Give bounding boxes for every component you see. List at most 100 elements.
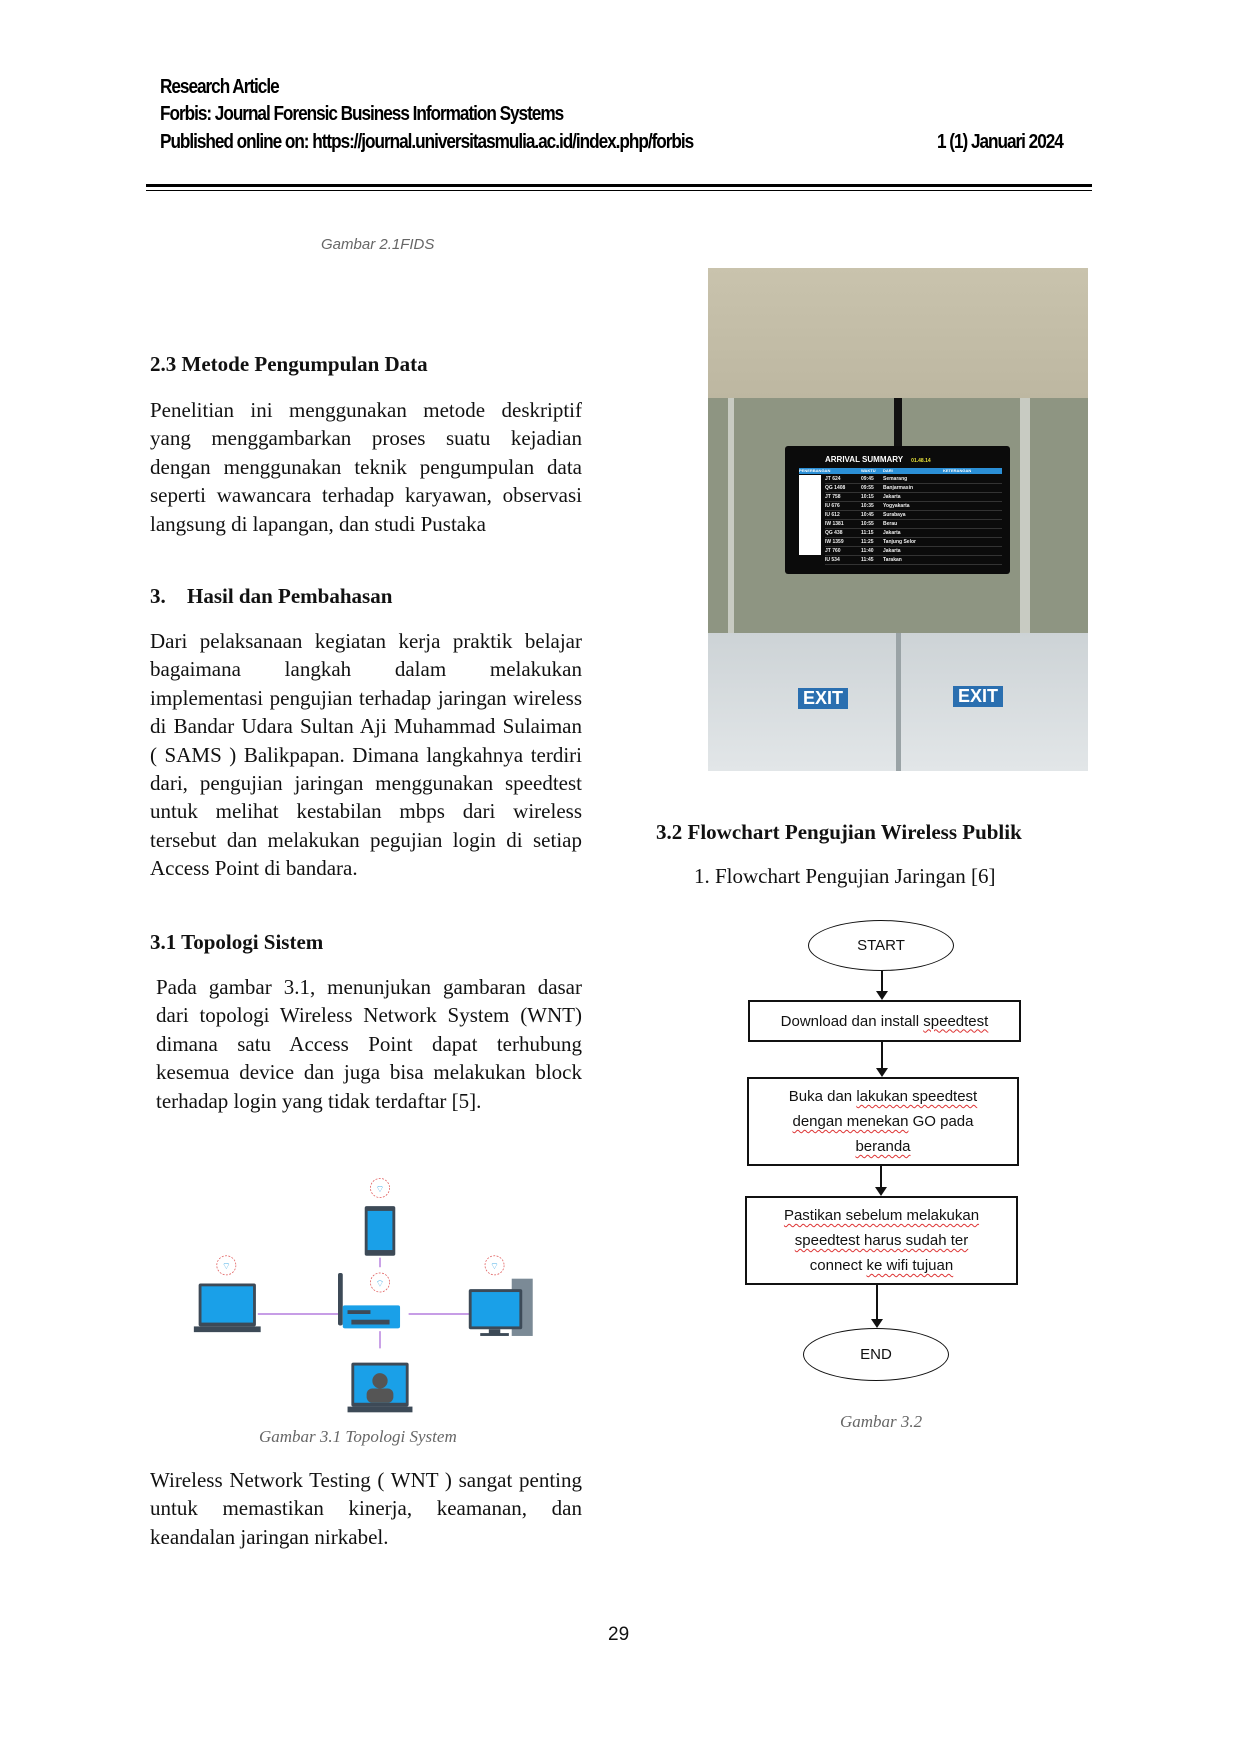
wifi-icon: ⌔ xyxy=(376,1184,385,1195)
flight-cell: 10:55 xyxy=(861,521,874,527)
topology-diagram: ⌔ ⌔ ⌔ ⌔ xyxy=(193,1178,533,1413)
flight-cell: 10:35 xyxy=(861,503,874,509)
col: DARI xyxy=(883,468,893,473)
flight-cell: Banjarmasin xyxy=(883,485,914,491)
figure-3-2-caption: Gambar 3.2 xyxy=(840,1412,923,1431)
flight-row: IW 1381 10:55 Berau xyxy=(825,520,1002,529)
flight-cell: QG 1408 xyxy=(825,485,846,491)
flight-cell: Jakarta xyxy=(883,494,901,500)
screen-body: JT 624 09:45 Semarang QG 1408 09:55 Banjarmas… xyxy=(799,475,1002,565)
col: WAKTU xyxy=(861,468,876,473)
flight-cell: Yogyakarta xyxy=(883,503,910,509)
exit-sign-right: EXIT xyxy=(953,686,1004,707)
attacker-laptop-icon xyxy=(347,1362,413,1413)
window-frame xyxy=(728,398,734,771)
flight-row: IU 676 10:35 Yogyakarta xyxy=(825,502,1002,511)
flight-cell: Tanjung Selor xyxy=(883,539,916,545)
section-2-3-paragraph: Penelitian ini menggunakan metode deskri… xyxy=(150,398,582,536)
mount-pole xyxy=(894,398,902,446)
flight-cell: 09:55 xyxy=(861,485,874,491)
flight-row: QG 1408 09:55 Banjarmasin xyxy=(825,484,1002,493)
section-3-1-heading: 3.1 Topologi Sistem xyxy=(150,930,324,954)
tablet-icon xyxy=(364,1206,396,1256)
laptop-icon xyxy=(193,1283,261,1333)
header-rule-thin xyxy=(146,190,1092,191)
flight-cell: Jakarta xyxy=(883,548,901,554)
header-issue: 1 (1) Januari 2024 xyxy=(937,131,1064,153)
section-3-2-heading: 3.2 Flowchart Pengujian Wireless Publik xyxy=(656,820,1022,844)
flight-cell: IU 534 xyxy=(825,557,840,563)
flight-cell: Tarakan xyxy=(883,557,902,563)
ceiling xyxy=(708,268,1088,398)
flight-cell: JT 624 xyxy=(825,476,841,482)
door-divider xyxy=(896,633,901,771)
flight-cell: Semarang xyxy=(883,476,908,482)
flowchart-end: END xyxy=(803,1328,949,1381)
flight-row: JT 758 10:15 Jakarta xyxy=(825,493,1002,502)
flight-row: JT 760 11:40 Jakarta xyxy=(825,547,1002,556)
section-3-heading: 3. Hasil dan Pembahasan xyxy=(150,584,392,609)
header-journal-name: Forbis: Journal Forensic Business Inform… xyxy=(160,103,564,125)
flowchart-subtitle: 1. Flowchart Pengujian Jaringan [6] xyxy=(694,864,996,888)
flight-cell: 10:45 xyxy=(861,512,874,518)
flight-cell: Surabaya xyxy=(883,512,906,518)
section-3-1-closing-paragraph: Wireless Network Testing ( WNT ) sangat … xyxy=(150,1468,582,1549)
flight-cell: IW 1381 xyxy=(825,521,844,527)
desktop-icon xyxy=(468,1278,533,1336)
fids-screen: ARRIVAL SUMMARY 01.48.14 PENERBANGAN WAK… xyxy=(785,446,1010,574)
section-2-3-heading: 2.3 Metode Pengumpulan Data xyxy=(150,352,428,376)
flight-cell: JT 758 xyxy=(825,494,841,500)
section-3-paragraph: Dari pelaksanaan kegiatan kerja praktik … xyxy=(150,629,582,881)
flight-cell: 11:25 xyxy=(861,539,874,545)
flight-cell: QG 438 xyxy=(825,530,843,536)
flight-rows: JT 624 09:45 Semarang QG 1408 09:55 Banjarmas… xyxy=(821,475,1002,565)
header-rule xyxy=(146,184,1092,187)
flight-cell: IU 612 xyxy=(825,512,840,518)
flight-row: IU 534 11:45 Tarakan xyxy=(825,556,1002,565)
col: KETERANGAN xyxy=(943,468,972,473)
flowchart-arrow xyxy=(875,1166,887,1196)
flight-cell: IW 1359 xyxy=(825,539,844,545)
flowchart-start: START xyxy=(808,920,954,971)
wifi-badge xyxy=(216,1178,505,1293)
router-icon xyxy=(338,1272,401,1329)
header-article-type: Research Article xyxy=(160,76,280,98)
page-number: 29 xyxy=(608,1624,630,1645)
flowchart-arrow xyxy=(871,1285,883,1328)
fids-photo: EXIT EXIT ARRIVAL SUMMARY 01.48.14 PENER… xyxy=(708,268,1088,771)
wifi-icon: ⌔ xyxy=(376,1278,385,1289)
window-frame xyxy=(1020,398,1030,771)
col: PENERBANGAN xyxy=(799,468,831,473)
screen-header: ARRIVAL SUMMARY 01.48.14 xyxy=(785,446,1010,464)
wifi-icon: ⌔ xyxy=(490,1261,499,1272)
flight-cell: 10:15 xyxy=(861,494,874,500)
flight-row: JT 624 09:45 Semarang xyxy=(825,475,1002,484)
section-3-number: 3. xyxy=(150,584,166,608)
flight-cell: Jakarta xyxy=(883,530,901,536)
flight-cell: JT 760 xyxy=(825,548,841,554)
flight-cell: 09:45 xyxy=(861,476,874,482)
figure-2-1-caption: Gambar 2.1FIDS xyxy=(321,236,435,253)
screen-title: ARRIVAL SUMMARY xyxy=(825,455,903,464)
flight-cell: 11:40 xyxy=(861,548,874,554)
flowchart-arrow xyxy=(876,1042,888,1077)
section-3-1-paragraph: Pada gambar 3.1, menunjukan gambaran das… xyxy=(156,975,582,1113)
flight-row: IU 612 10:45 Surabaya xyxy=(825,511,1002,520)
flight-cell: 11:45 xyxy=(861,557,874,563)
flight-cell: 11:15 xyxy=(861,530,874,536)
airline-logos xyxy=(799,475,821,555)
section-3-title: Hasil dan Pembahasan xyxy=(187,584,393,608)
wifi-icon: ⌔ xyxy=(222,1261,231,1272)
screen-columns: PENERBANGAN WAKTU DARI KETERANGAN xyxy=(799,468,1002,474)
flight-cell: IU 676 xyxy=(825,503,840,509)
exit-sign-left: EXIT xyxy=(798,688,849,709)
flowchart-step-1: Download dan install speedtest xyxy=(748,1000,1021,1042)
screen-time: 01.48.14 xyxy=(911,458,931,464)
flight-cell: Berau xyxy=(883,521,898,527)
header-journal-url: Published online on: https://journal.uni… xyxy=(160,131,694,153)
flowchart-arrow xyxy=(876,971,888,1000)
figure-3-1-caption: Gambar 3.1 Topologi System xyxy=(259,1427,457,1446)
flight-row: IW 1359 11:25 Tanjung Selor xyxy=(825,538,1002,547)
